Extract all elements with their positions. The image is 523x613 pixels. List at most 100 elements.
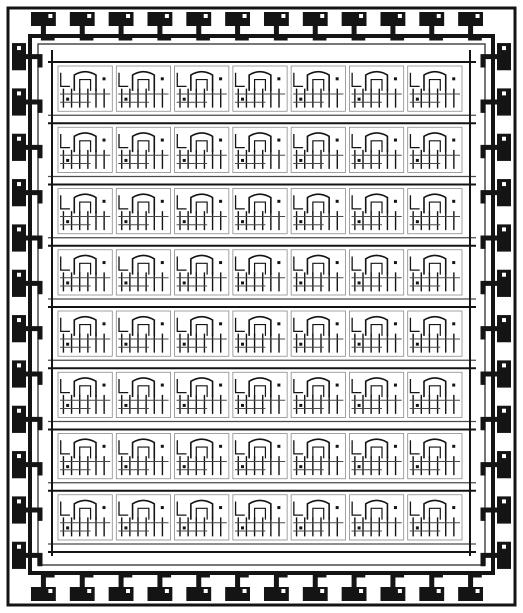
output-wire <box>409 256 420 271</box>
logic-cell <box>407 126 463 173</box>
gate-arch <box>73 377 97 398</box>
contact <box>299 97 303 101</box>
logic-cell <box>115 126 171 173</box>
contact <box>357 158 361 162</box>
gate-arch <box>423 70 447 91</box>
output-wire <box>118 501 129 516</box>
contact <box>299 403 303 407</box>
gate-arch <box>248 132 272 153</box>
gate-inner <box>253 201 267 214</box>
pad-via <box>320 589 325 593</box>
gate-arch <box>73 70 97 91</box>
output-wire <box>409 195 420 210</box>
pad-lead <box>429 26 443 41</box>
pad-lead <box>26 144 43 159</box>
bond-pad <box>497 315 511 343</box>
pad-via <box>17 136 21 141</box>
gate-arch <box>306 377 330 398</box>
gate-inner <box>79 446 92 459</box>
bond-pad <box>12 43 26 71</box>
logic-cell <box>174 371 230 418</box>
gate-arch <box>73 193 97 214</box>
gate-arch <box>364 193 389 214</box>
cell-boundary <box>407 310 463 357</box>
gate-inner <box>312 201 325 214</box>
cell-boundary <box>407 371 463 418</box>
pad-via <box>48 14 53 18</box>
contact <box>160 261 164 265</box>
output-wire <box>409 379 420 394</box>
contact <box>241 220 244 224</box>
contact <box>219 261 223 265</box>
cell-boundary <box>57 371 113 418</box>
output-wire <box>351 501 362 516</box>
logic-cell <box>174 188 230 235</box>
cell-boundary <box>232 65 288 112</box>
gate-arch <box>364 499 389 520</box>
output-wire <box>118 317 129 333</box>
pad-lead <box>480 507 497 521</box>
gate-inner <box>370 201 383 214</box>
logic-cell <box>115 494 171 541</box>
contact <box>182 526 186 530</box>
pad-lead <box>480 462 497 476</box>
gate-arch <box>131 70 156 91</box>
cell-boundary <box>174 188 230 235</box>
output-wire <box>118 134 129 149</box>
contact <box>415 465 419 469</box>
output-wire <box>234 134 245 149</box>
output-wire <box>293 501 304 516</box>
logic-cell <box>115 188 171 235</box>
contact <box>335 261 339 265</box>
output-wire <box>118 256 129 271</box>
logic-cell <box>57 494 113 541</box>
pad-via <box>397 14 402 18</box>
gate-inner <box>312 78 325 91</box>
pad-lead <box>468 26 482 41</box>
output-wire <box>409 440 420 455</box>
gate-arch <box>306 499 330 520</box>
gate-inner <box>79 140 92 153</box>
pad-lead <box>480 190 497 204</box>
contact <box>241 403 244 407</box>
logic-cell <box>174 249 230 296</box>
gate-arch <box>131 315 156 336</box>
gate-inner <box>370 140 383 153</box>
contact <box>415 403 419 407</box>
pad-lead <box>26 99 43 113</box>
logic-cell <box>407 310 463 357</box>
pad-via <box>359 589 364 593</box>
output-wire <box>234 440 245 455</box>
output-wire <box>351 195 362 210</box>
contact <box>452 322 456 326</box>
logic-cell <box>290 494 346 541</box>
bond-pad <box>12 224 26 252</box>
gate-arch <box>248 315 272 336</box>
cell-boundary <box>407 126 463 173</box>
pad-lead <box>480 144 497 159</box>
logic-cell <box>57 371 113 418</box>
gate-inner <box>137 323 150 336</box>
logic-cell <box>349 249 405 296</box>
cell-boundary <box>57 433 113 480</box>
contact <box>124 281 128 285</box>
io-wiring <box>26 26 497 587</box>
contact <box>277 138 281 142</box>
logic-cell <box>290 126 346 173</box>
contact <box>182 281 186 285</box>
gate-arch <box>364 132 389 153</box>
pad-via <box>17 499 21 504</box>
pad-lead <box>26 371 43 385</box>
logic-cell <box>349 188 405 235</box>
gate-arch <box>248 377 272 398</box>
output-wire <box>234 256 245 271</box>
bond-pad <box>497 133 511 161</box>
pad-via <box>397 589 402 593</box>
cell-boundary <box>349 433 405 480</box>
gate-inner <box>195 201 208 214</box>
contact <box>335 444 339 448</box>
contact <box>335 199 339 203</box>
pad-lead <box>235 26 249 41</box>
gate-inner <box>137 140 150 153</box>
gate-arch <box>423 377 447 398</box>
